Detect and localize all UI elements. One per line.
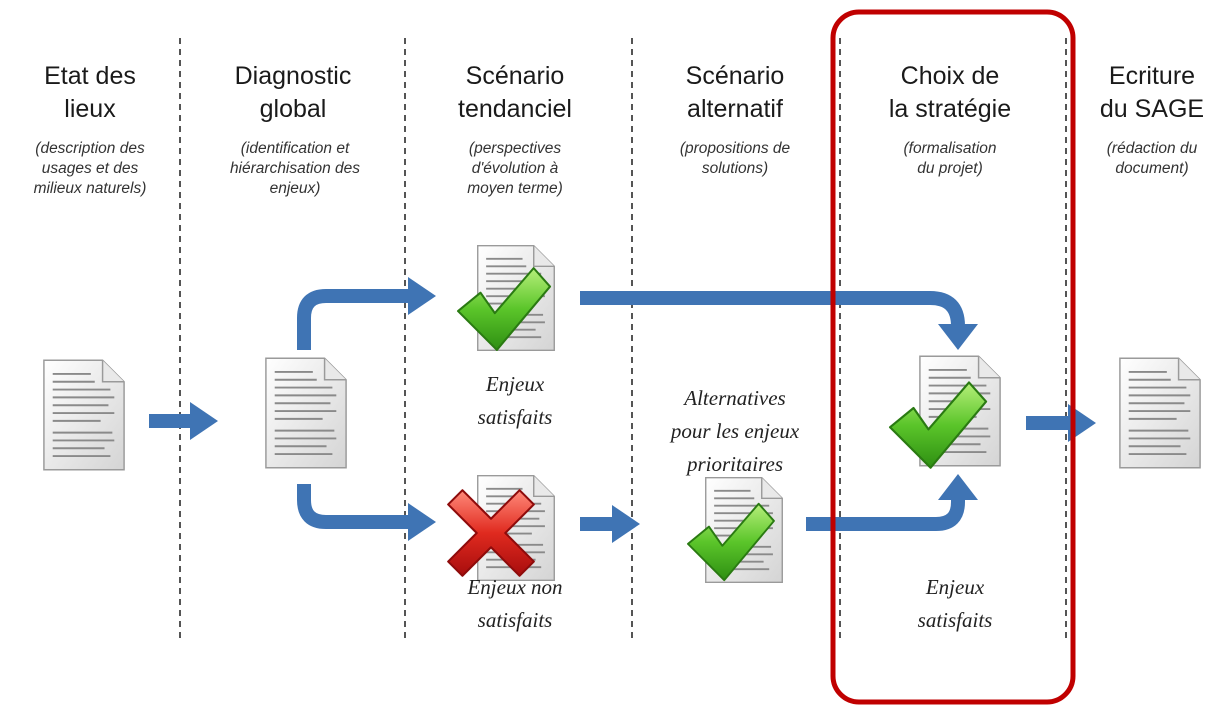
column-title-ecriture: Ecriture du SAGE xyxy=(1099,62,1205,123)
label-strategie-satisfaits: Enjeux satisfaits xyxy=(917,575,993,632)
column-subtitle-alternatif: (propositions de solutions) xyxy=(679,140,791,177)
column-title-etat: Etat des lieux xyxy=(44,62,136,123)
arrow-diagnostic-to-tendanciel-top xyxy=(297,289,410,350)
arrow-head-1 xyxy=(190,402,218,440)
arrow-head-5 xyxy=(612,505,640,543)
label-alternatives: Alternatives pour les enjeux prioritaire… xyxy=(670,386,800,476)
column-title-alternatif: Scénario alternatif xyxy=(685,62,785,123)
column-title-tendanciel: Scénario tendanciel xyxy=(458,62,572,123)
column-subtitle-ecriture: (rédaction du document) xyxy=(1106,140,1198,177)
column-subtitle-etat: (description des usages et des milieux n… xyxy=(33,140,147,197)
column-subtitle-diagnostic: (identification et hiérarchisation des e… xyxy=(229,140,361,197)
document-icon-ecriture xyxy=(1118,357,1202,469)
arrow-head-7 xyxy=(1068,404,1096,442)
label-tendanciel-non-satisfaits: Enjeux non satisfaits xyxy=(467,575,563,632)
column-title-strategie: Choix de la stratégie xyxy=(888,62,1012,123)
arrow-head-2 xyxy=(408,277,436,315)
arrow-tendanciel-to-strategie xyxy=(580,291,965,327)
arrow-diagnostic-to-tendanciel-bottom xyxy=(297,484,410,529)
arrow-alternatif-to-strategie xyxy=(806,495,965,531)
document-icon-diagnostic xyxy=(264,357,348,469)
column-dividers xyxy=(179,38,1067,640)
column-subtitle-tendanciel: (perspectives d'évolution à moyen terme) xyxy=(467,140,563,197)
document-icon-etat xyxy=(42,359,126,471)
column-title-diagnostic: Diagnostic global xyxy=(234,62,352,123)
arrow-head-6 xyxy=(938,474,978,500)
arrow-head-4 xyxy=(938,324,978,350)
label-tendanciel-satisfaits: Enjeux satisfaits xyxy=(477,372,553,429)
arrow-head-3 xyxy=(408,503,436,541)
column-subtitle-strategie: (formalisation du projet) xyxy=(903,140,997,177)
